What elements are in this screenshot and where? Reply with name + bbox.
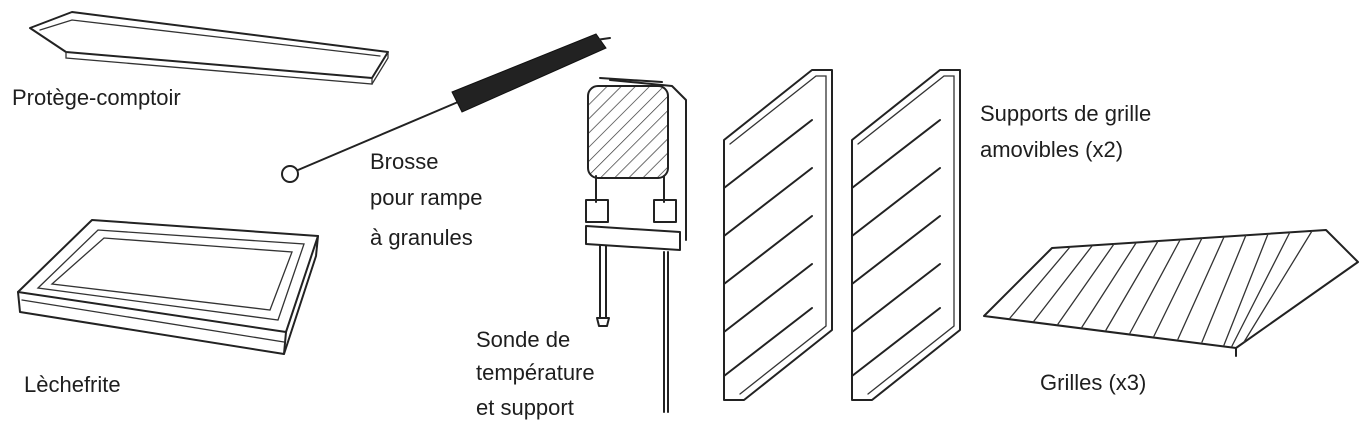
drip-pan-drawing bbox=[17, 219, 319, 355]
label-probe-line-2: température bbox=[476, 360, 595, 385]
label-counter-protector: Protège-comptoir bbox=[12, 85, 181, 110]
oven-racks-drawing bbox=[983, 229, 1359, 357]
label-rack-supports-line-1: Supports de grille bbox=[980, 101, 1152, 126]
counter-protector-drawing bbox=[29, 11, 389, 85]
probe-drawing bbox=[585, 77, 687, 413]
label-drip-pan: Lèchefrite bbox=[24, 372, 121, 397]
label-brush-line-1: Brosse bbox=[370, 149, 439, 174]
label-probe-line-1: Sonde de bbox=[476, 327, 571, 352]
label-rack-supports-line-2: amovibles (x2) bbox=[980, 137, 1124, 162]
label-brush-line-2: pour rampe bbox=[370, 185, 483, 210]
brush-drawing bbox=[281, 33, 611, 183]
label-brush-line-3: à granules bbox=[370, 225, 473, 250]
rack-supports-drawing bbox=[723, 69, 961, 401]
label-probe-line-3: et support bbox=[476, 395, 574, 420]
label-oven-racks: Grilles (x3) bbox=[1040, 370, 1147, 395]
